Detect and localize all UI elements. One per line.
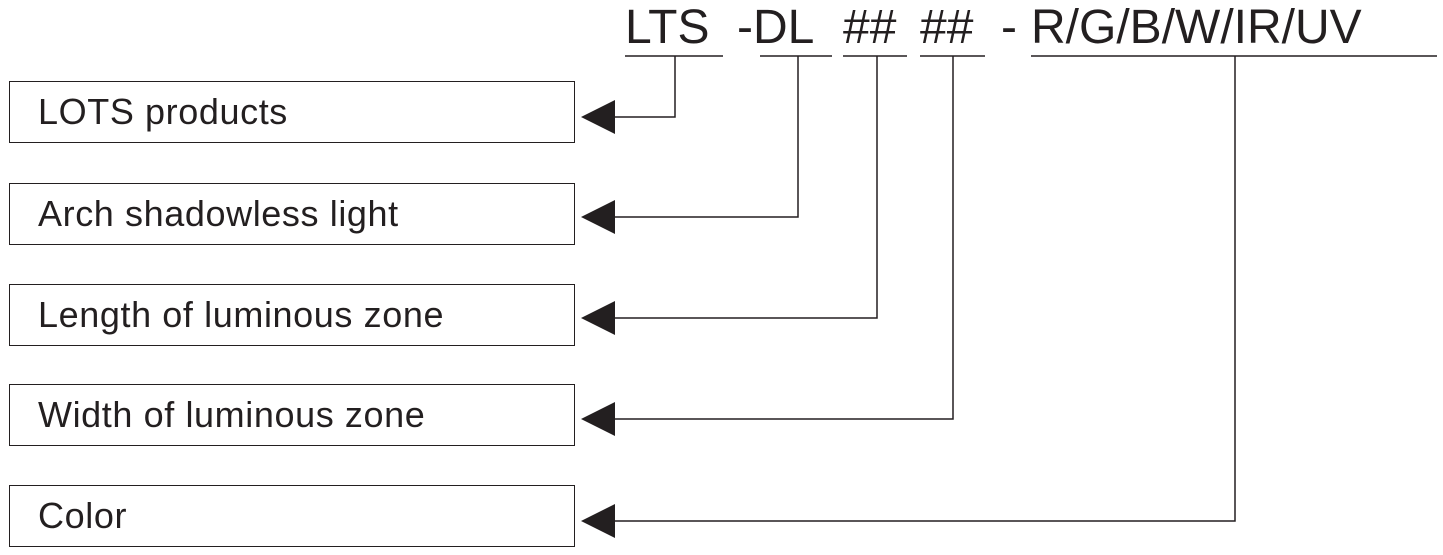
- code-series: -DL: [737, 1, 815, 54]
- field-box-length: Length of luminous zone: [9, 284, 575, 346]
- code-separator: -: [1001, 1, 1017, 54]
- code-prefix: LTS: [625, 1, 710, 54]
- arrowhead-colors: [581, 504, 615, 538]
- leader-line-length: [613, 56, 878, 319]
- arrowhead-width: [581, 402, 615, 436]
- arrowhead-prefix: [581, 100, 615, 134]
- code-width: ##: [920, 1, 974, 54]
- leader-line-prefix: [613, 56, 676, 118]
- leader-line-series: [613, 56, 799, 218]
- field-label-width: Width of luminous zone: [38, 394, 426, 435]
- code-length: ##: [843, 1, 897, 54]
- field-box-arch-shadowless-light: Arch shadowless light: [9, 183, 575, 245]
- field-box-width: Width of luminous zone: [9, 384, 575, 446]
- arrowhead-series: [581, 200, 615, 234]
- code-colors: R/G/B/W/IR/UV: [1031, 1, 1362, 54]
- field-label-lots-products: LOTS products: [38, 91, 288, 132]
- field-label-arch-shadowless-light: Arch shadowless light: [38, 193, 399, 234]
- field-label-length: Length of luminous zone: [38, 294, 445, 335]
- leader-line-width: [613, 56, 954, 420]
- field-label-color: Color: [38, 495, 128, 536]
- leader-line-colors: [613, 56, 1236, 522]
- field-box-lots-products: LOTS products: [9, 81, 575, 143]
- arrowhead-length: [581, 301, 615, 335]
- field-box-color: Color: [9, 485, 575, 547]
